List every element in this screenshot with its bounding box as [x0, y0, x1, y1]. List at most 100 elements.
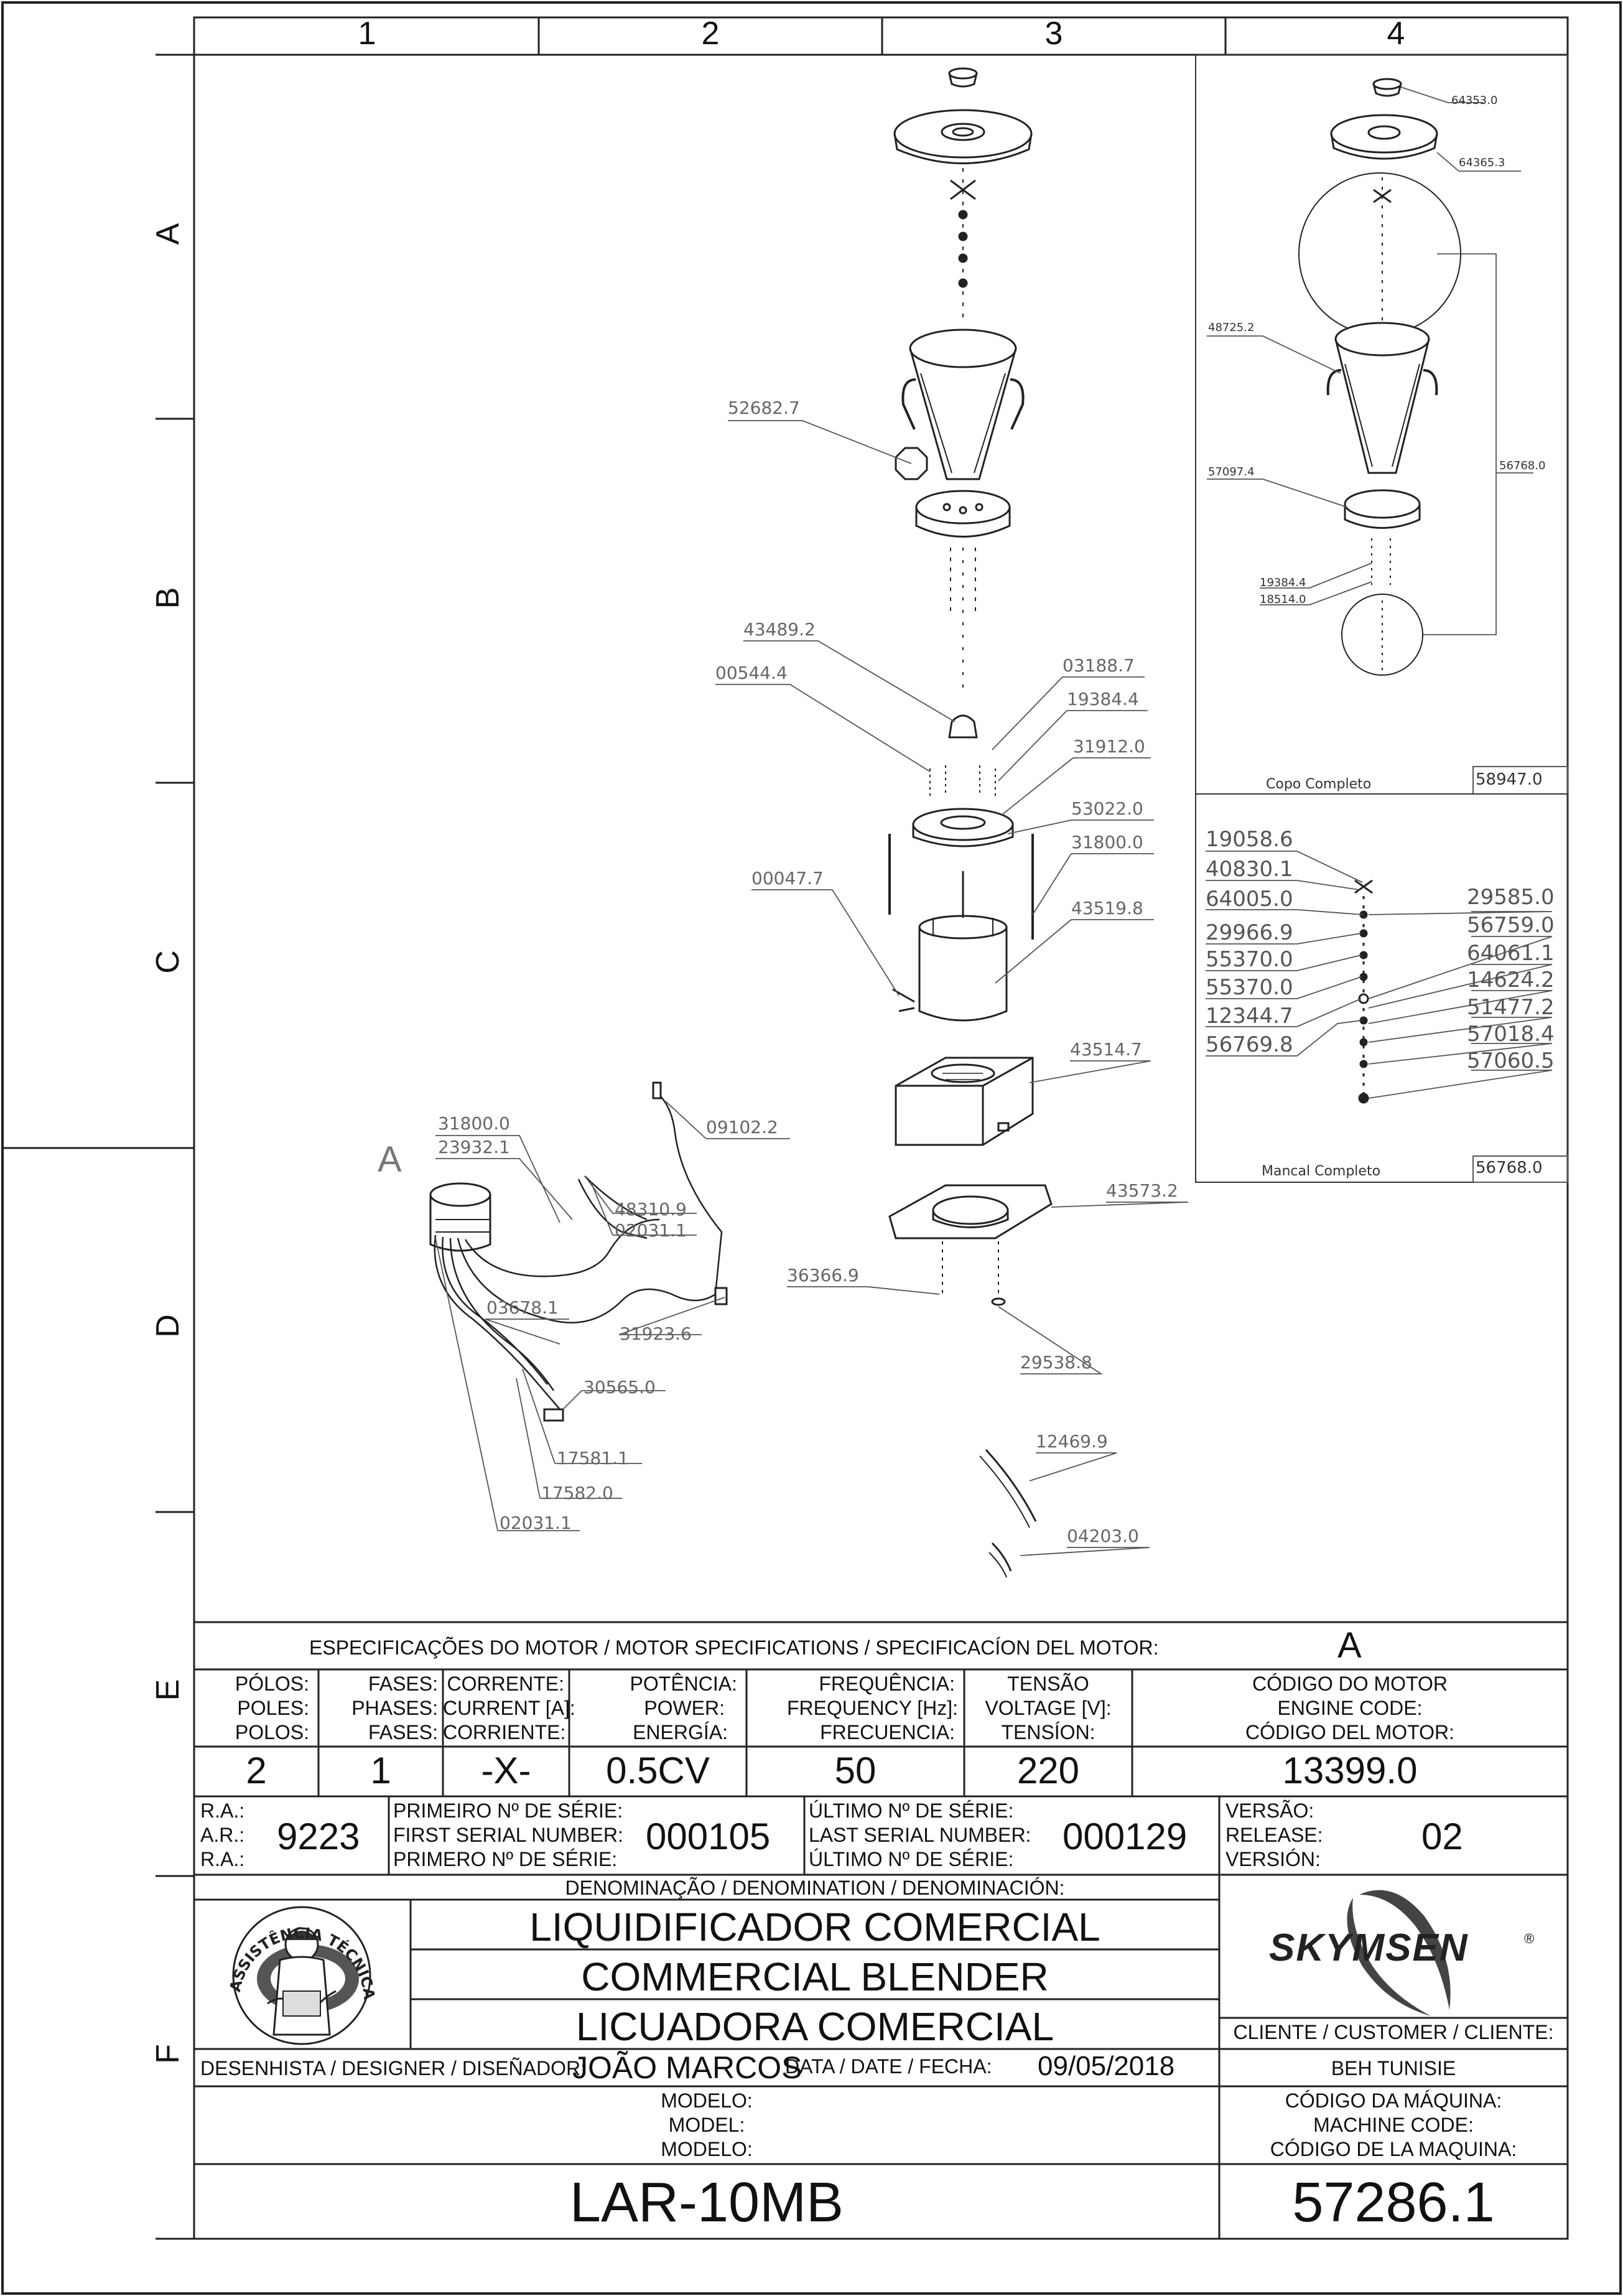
mancal-title: Mancal Completo: [1262, 1164, 1381, 1179]
version-value: 02: [1421, 1816, 1463, 1857]
detail-a-marker: A: [378, 1139, 402, 1180]
spec-label: TENSÃO: [1007, 1673, 1089, 1695]
part-callout: 03678.1: [486, 1297, 559, 1318]
spec-label: FREQUÊNCIA:: [819, 1673, 955, 1695]
part-callout: 31800.0: [438, 1113, 510, 1134]
motor-specs-letter: A: [1337, 1625, 1362, 1666]
spec-value-voltage: 220: [1016, 1750, 1080, 1791]
title-block-grid: [194, 1621, 1568, 2239]
model-label: MODELO:: [661, 2138, 753, 2160]
part-callout: 31912.0: [1073, 736, 1145, 757]
client-label: CLIENTE / CUSTOMER / CLIENTE:: [1233, 2021, 1554, 2043]
spec-label: TENSÍON:: [1001, 1721, 1095, 1743]
version-label: VERSÃO:: [1225, 1799, 1314, 1822]
spec-label: POTÊNCIA:: [630, 1673, 737, 1695]
copo-callout: 18514.0: [1260, 593, 1306, 606]
part-callout: 03188.7: [1063, 655, 1135, 676]
designer-value: JOÃO MARCOS: [572, 2050, 802, 2085]
ra-value: 9223: [277, 1816, 360, 1857]
svg-text:ASSISTÊNCIA TÉCNICA AUTORIZADA: ASSISTÊNCIA TÉCNICA AUTORIZADA: [218, 1892, 378, 2000]
part-callout: 12469.9: [1036, 1431, 1108, 1452]
grid-row-label: D: [150, 1314, 186, 1338]
spec-value-current: -X-: [481, 1750, 531, 1791]
spec-label: CÓDIGO DEL MOTOR:: [1245, 1721, 1455, 1743]
part-callout: 52682.7: [728, 398, 800, 418]
grid-row-label: F: [150, 2044, 186, 2064]
denomination-es: LICUADORA COMERCIAL: [575, 2004, 1054, 2049]
copo-callout: 64353.0: [1451, 94, 1498, 107]
mancal-callout: 57018.4: [1467, 1022, 1555, 1047]
spec-label: ENGINE CODE:: [1277, 1697, 1423, 1719]
part-callout: 23932.1: [438, 1137, 510, 1157]
mancal-callout: 56759.0: [1467, 913, 1555, 938]
mancal-callout: 56769.8: [1206, 1032, 1293, 1057]
mancal-callout: 55370.0: [1206, 947, 1293, 972]
copo-callout: 56768.0: [1499, 459, 1546, 472]
part-callout: 43519.8: [1071, 898, 1143, 918]
spec-value-poles: 2: [246, 1750, 267, 1791]
copo-title: Copo Completo: [1266, 777, 1372, 792]
model-label: MODELO:: [661, 2089, 753, 2112]
part-callout: 31800.0: [1071, 832, 1143, 852]
first-serial-label: PRIMEIRO Nº DE SÉRIE:: [393, 1799, 623, 1822]
part-callout: 43573.2: [1106, 1180, 1178, 1201]
spec-label: VOLTAGE [V]:: [985, 1697, 1112, 1719]
mancal-code: 56768.0: [1476, 1159, 1543, 1177]
part-callout: 53022.0: [1071, 798, 1143, 819]
date-label: DATA / DATE / FECHA:: [785, 2055, 992, 2078]
part-callout: 30565.0: [584, 1377, 656, 1398]
part-callout: 19384.4: [1067, 689, 1139, 709]
denomination-header: DENOMINAÇÃO / DENOMINATION / DENOMINACIÓ…: [565, 1877, 1065, 1899]
mancal-callout: 64005.0: [1206, 887, 1293, 912]
spec-label: FREQUENCY [Hz]:: [787, 1697, 958, 1719]
spec-label: CORRENTE:: [447, 1673, 564, 1695]
designer-label: DESENHISTA / DESIGNER / DISEÑADOR:: [200, 2057, 586, 2079]
spec-value-frequency: 50: [834, 1750, 877, 1791]
spec-label: FASES:: [368, 1721, 438, 1743]
grid-column-label: 2: [701, 16, 720, 52]
part-callout: 04203.0: [1067, 1526, 1139, 1546]
last-serial-value: 000129: [1063, 1816, 1188, 1857]
spec-value-power: 0.5CV: [606, 1750, 710, 1791]
mancal-callout: 29585.0: [1467, 885, 1555, 910]
mancal-callout: 64061.1: [1467, 941, 1555, 966]
machine-code-label: CÓDIGO DA MÁQUINA:: [1285, 2089, 1502, 2112]
spec-label: POLOS:: [235, 1721, 309, 1743]
part-callout: 09102.2: [706, 1117, 778, 1137]
model-value: LAR-10MB: [569, 2172, 844, 2234]
spec-label: PÓLOS:: [235, 1673, 309, 1695]
spec-label: POLES:: [237, 1697, 309, 1719]
client-value: BEH TUNISIE: [1331, 2057, 1456, 2079]
spec-value-engine-code: 13399.0: [1282, 1750, 1418, 1791]
last-serial-label: ÚLTIMO Nº DE SÉRIE:: [809, 1848, 1014, 1870]
denomination-en: COMMERCIAL BLENDER: [581, 1954, 1049, 1999]
part-callout: 02031.1: [615, 1220, 687, 1241]
last-serial-label: LAST SERIAL NUMBER:: [809, 1824, 1031, 1846]
part-callout: 43514.7: [1070, 1039, 1142, 1060]
grid-row-label: B: [150, 587, 186, 609]
part-callout: 29538.8: [1020, 1352, 1092, 1373]
first-serial-value: 000105: [646, 1816, 771, 1857]
first-serial-label: PRIMERO Nº DE SÉRIE:: [393, 1848, 618, 1870]
spec-label: POWER:: [644, 1697, 725, 1719]
version-label: RELEASE:: [1225, 1824, 1323, 1846]
brand-name: SKYMSEN: [1269, 1926, 1469, 1969]
copo-callout: 19384.4: [1260, 576, 1306, 589]
ra-label: A.R.:: [200, 1824, 245, 1846]
spec-label: CURRENT [A]:: [443, 1697, 575, 1719]
seal-lettering: ASSISTÊNCIA TÉCNICA AUTORIZADA: [218, 1892, 378, 2000]
grid-column-label: 1: [358, 16, 376, 52]
part-callout: 31923.6: [620, 1323, 692, 1344]
copo-callout: 48725.2: [1208, 321, 1255, 334]
mancal-callout: 12344.7: [1206, 1004, 1293, 1029]
spec-label: CORRIENTE:: [443, 1721, 566, 1743]
skymsen-logo: [1347, 1890, 1451, 2016]
model-label: MODEL:: [668, 2114, 745, 2136]
ra-label: R.A.:: [200, 1799, 245, 1822]
version-label: VERSIÓN:: [1225, 1848, 1321, 1870]
part-callout: 17582.0: [541, 1483, 613, 1503]
grid-row-label: E: [150, 1679, 186, 1701]
spec-value-phases: 1: [370, 1750, 391, 1791]
spec-label: PHASES:: [351, 1697, 438, 1719]
